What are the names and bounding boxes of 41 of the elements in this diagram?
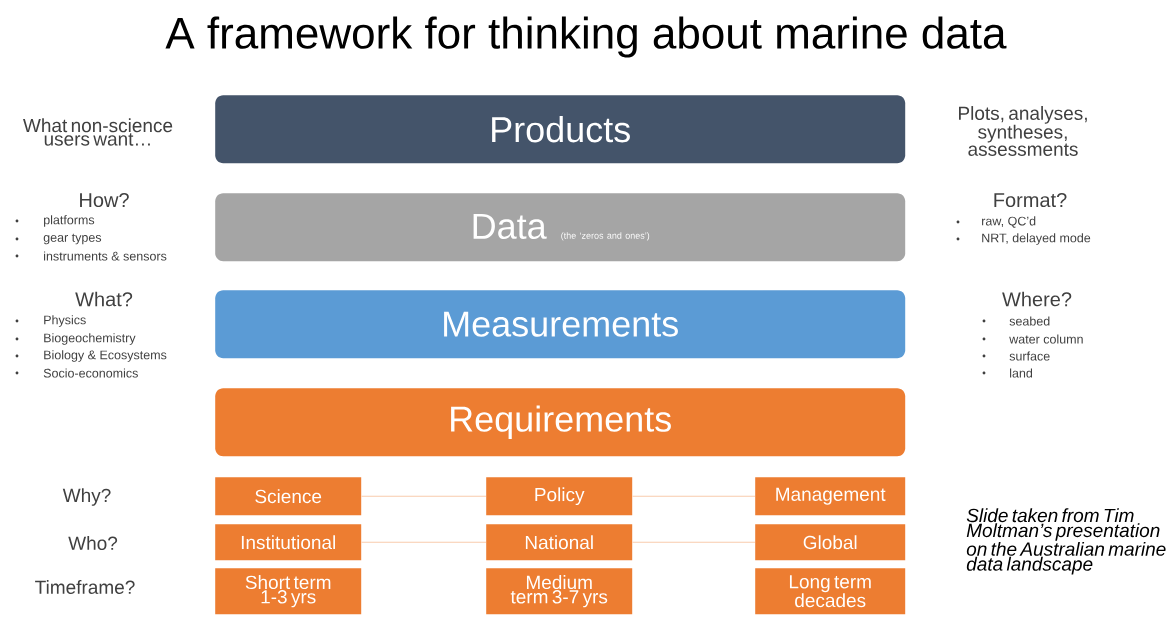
connector-line	[360, 541, 487, 543]
bullet-item: surface	[1009, 351, 1050, 361]
category-box: Medium term 3-7 yrs	[486, 568, 633, 615]
category-box: Long term decades	[755, 568, 906, 615]
connector-line	[631, 495, 756, 497]
layer-bar: Data (the ‘zeros and ones’)	[215, 193, 906, 262]
layer-bar: Products	[215, 95, 906, 164]
bullet-item: NRT, delayed mode	[982, 233, 1091, 245]
connector-line	[360, 495, 487, 497]
bullet-item: seabed	[1009, 316, 1050, 326]
side-note: What non-science users want…	[23, 118, 173, 146]
side-heading: How?	[80, 192, 129, 208]
bullet-item: Physics	[44, 315, 86, 327]
category-box: Global	[755, 524, 906, 561]
bullet-item: land	[1010, 368, 1033, 378]
bullet-item: Biology & Ecosystems	[44, 350, 167, 362]
category-box: Institutional	[215, 524, 362, 561]
row-label: Timeframe?	[35, 580, 135, 594]
bullet-item: water column	[1009, 334, 1083, 344]
row-label: Why?	[62, 488, 111, 506]
bullet-item: platforms	[44, 215, 95, 227]
caption: Slide taken from Tim Moltman’s presentation on the Australian marine data landscape	[966, 508, 1166, 575]
category-box: Short term 1-3 yrs	[215, 568, 362, 615]
title: A framework for thinking about marine data	[165, 16, 1007, 58]
category-box: National	[486, 524, 633, 561]
row-label: Who?	[68, 536, 118, 550]
bullet-item: gear types	[43, 233, 102, 245]
connector-line	[631, 541, 756, 543]
bullet-item: Biogeochemistry	[44, 333, 136, 345]
bullet-item: instruments & sensors	[44, 251, 167, 261]
category-box: Science	[215, 477, 362, 516]
layer-bar: Requirements	[215, 388, 906, 457]
side-heading: Format?	[994, 192, 1067, 208]
side-heading: Where?	[1002, 291, 1072, 307]
bullet-item: Socio-economics	[43, 368, 138, 378]
side-heading: What?	[75, 291, 133, 307]
bullet-item: raw, QC’d	[982, 216, 1036, 228]
side-note: Plots, analyses, syntheses, assessments	[959, 106, 1087, 156]
category-box: Policy	[486, 477, 633, 516]
layer-bar: Measurements	[215, 290, 906, 359]
category-box: Management	[755, 477, 906, 516]
